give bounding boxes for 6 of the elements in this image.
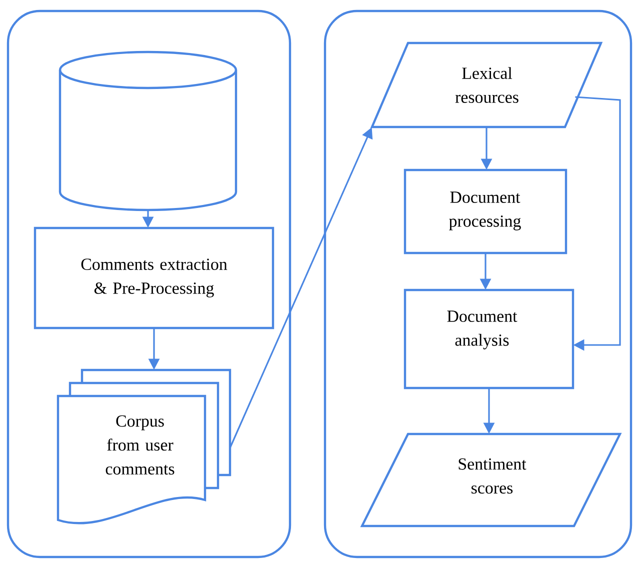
- process-box: Comments extraction & Pre-Processing: [34, 226, 274, 330]
- process-box: Document analysis: [404, 288, 574, 390]
- panel: [324, 10, 632, 558]
- database-cylinder: [58, 50, 238, 212]
- panel: [6, 10, 292, 558]
- process-box: Document processing: [404, 168, 568, 254]
